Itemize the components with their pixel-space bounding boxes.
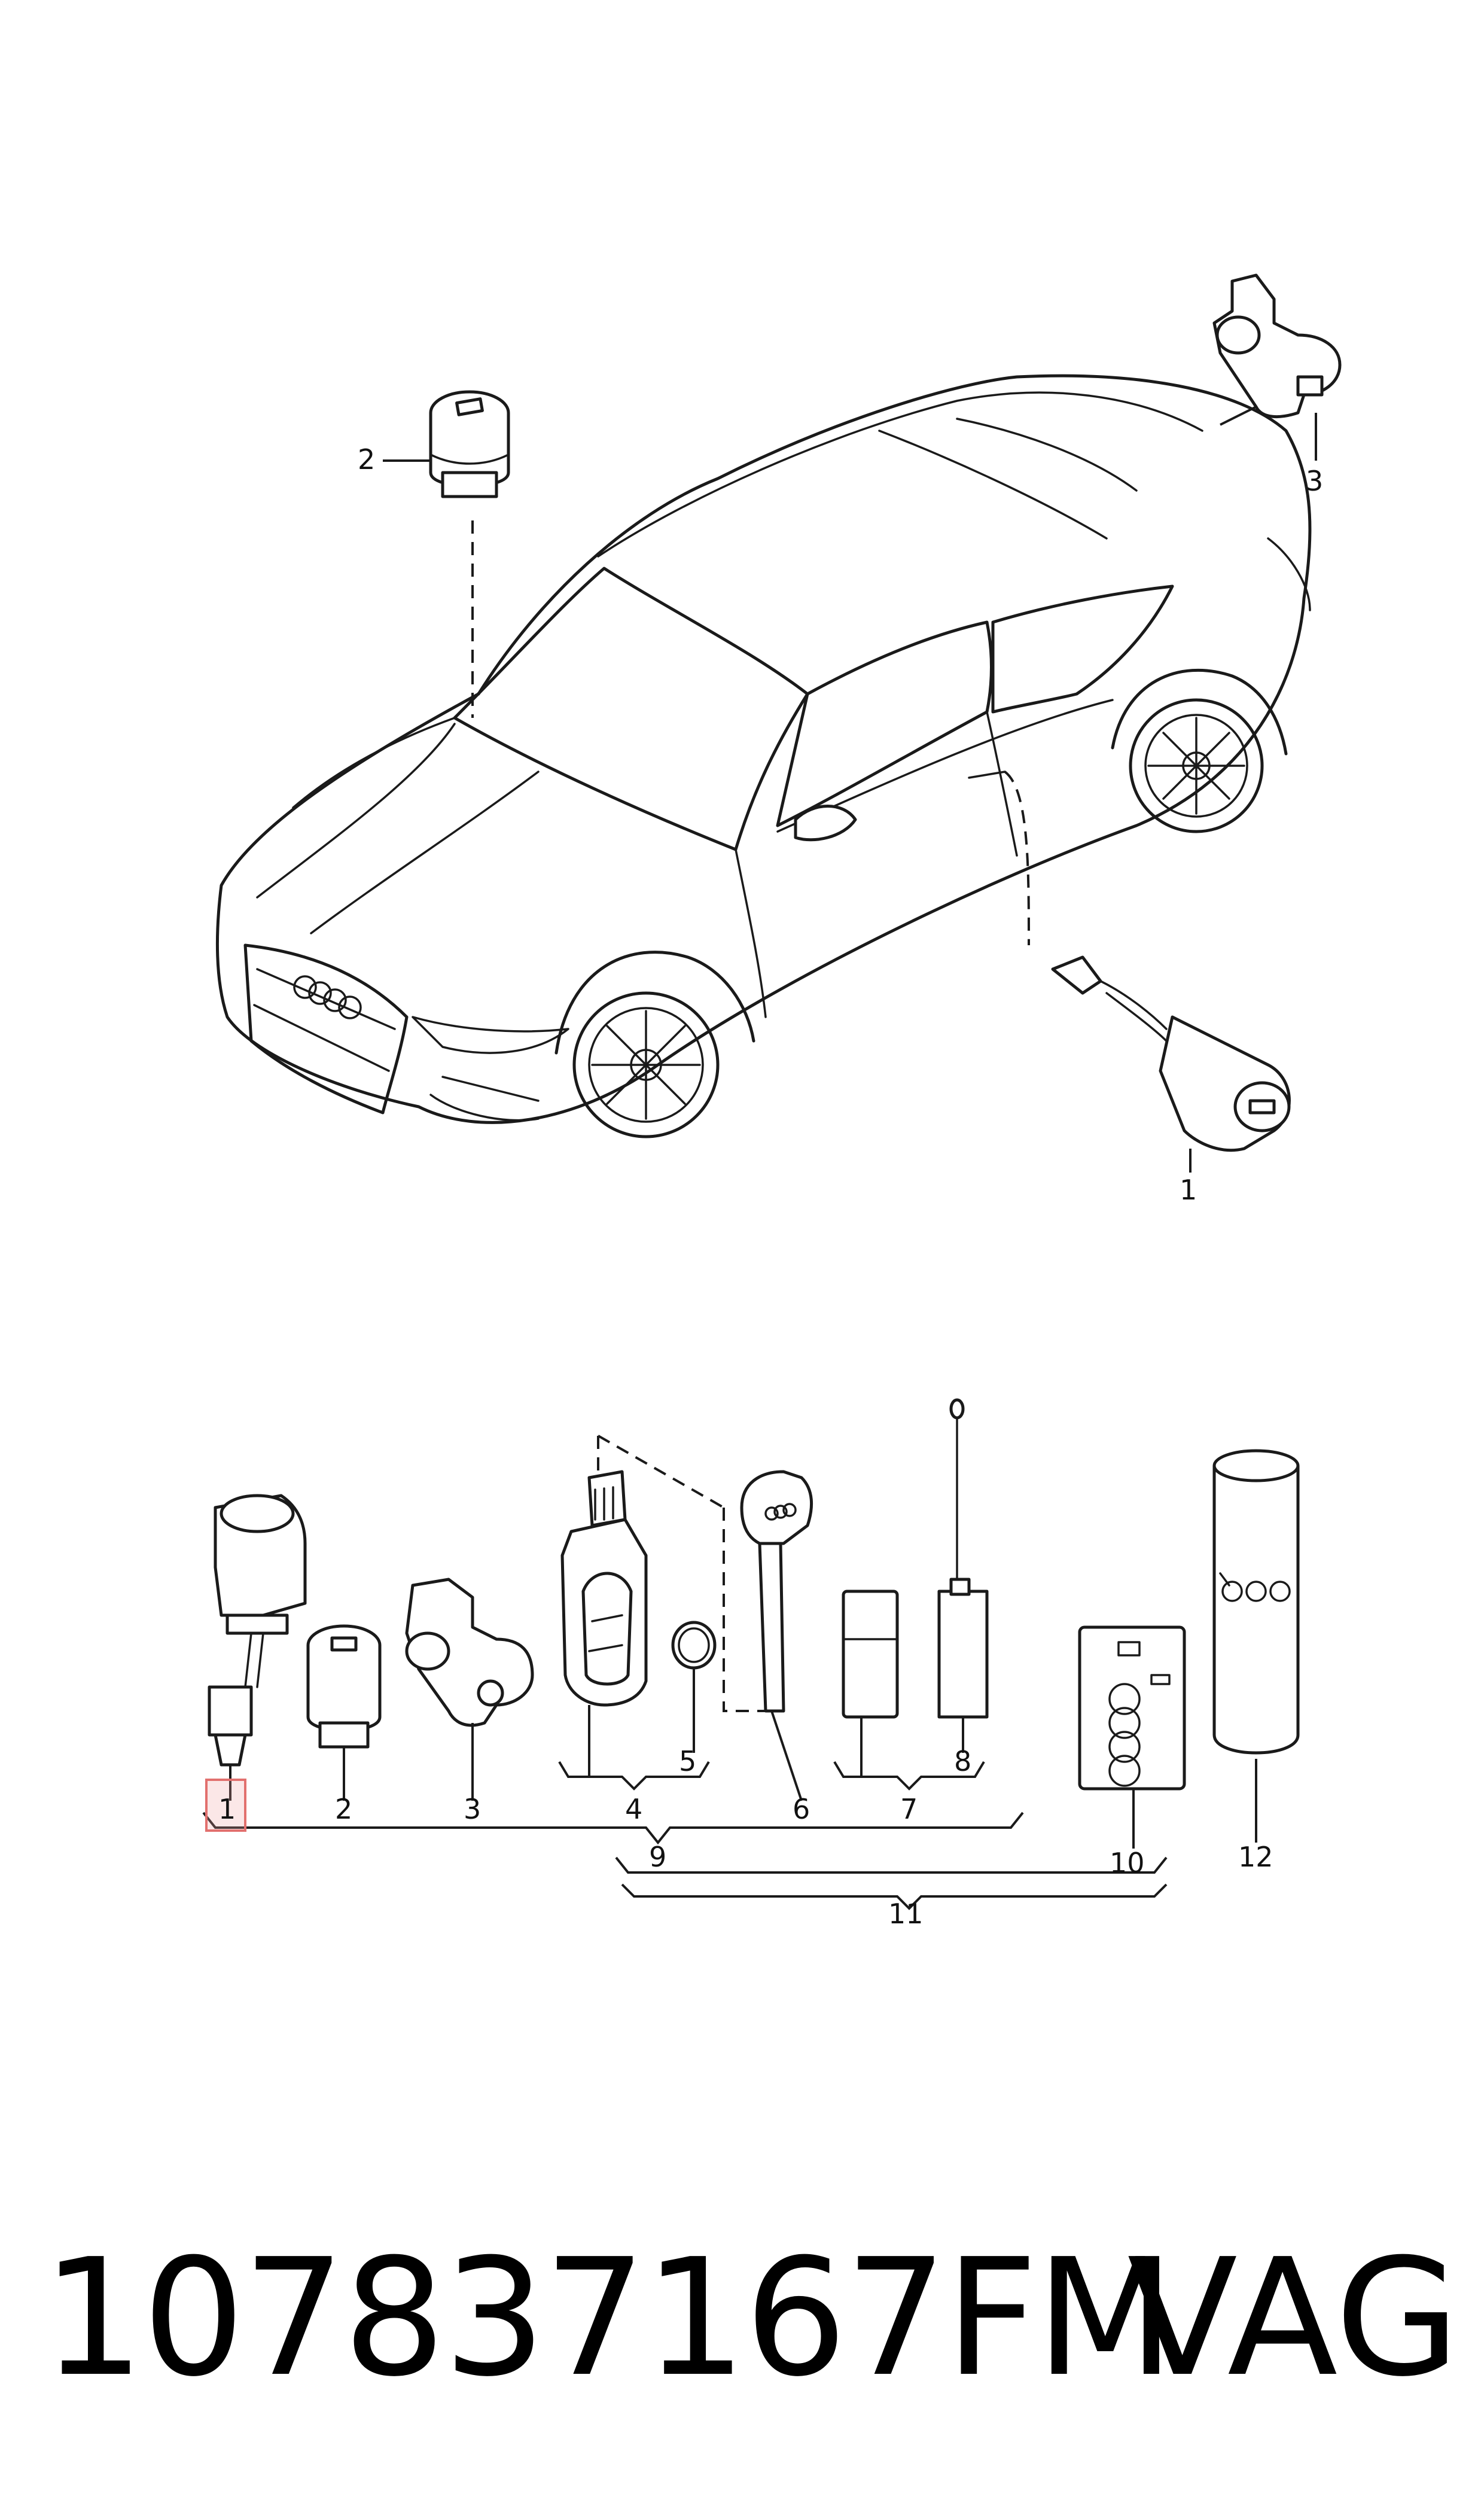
kit-cylinder-part: [306, 1624, 382, 1749]
label-kit-card: 10: [1110, 1847, 1145, 1879]
top-cylinder-part: [429, 390, 510, 498]
kit-antenna-card-part: [937, 1398, 989, 1719]
label-kit-rear-lock: 3: [464, 1793, 481, 1825]
label-kit-remote-key: 4: [625, 1793, 642, 1825]
kit-battery-part: [671, 1621, 717, 1670]
highlight-box: [205, 1779, 246, 1832]
label-kit-lock: 1: [218, 1793, 236, 1825]
label-kit-battery: 5: [679, 1745, 696, 1777]
label-top-rear-lock: 3: [1306, 465, 1323, 497]
top-lock-part: [1051, 955, 1291, 1152]
label-kit-transponder: 7: [900, 1793, 918, 1825]
kit-tube-part: [1212, 1449, 1300, 1755]
kit-transponder-part: [842, 1590, 899, 1719]
kit-card-part: [1078, 1625, 1186, 1791]
label-kit-group-11: 11: [888, 1898, 924, 1930]
top-rear-lock-part: [1212, 273, 1342, 419]
brand-name: VAG: [1127, 2224, 1460, 2412]
kit-lock-part: [208, 1494, 307, 1767]
part-number: 107837167FM: [42, 2224, 1175, 2412]
label-kit-blade-key: 6: [793, 1793, 810, 1825]
label-top-cylinder: 2: [358, 443, 375, 476]
kit-remote-key-part: [560, 1470, 648, 1707]
kit-rear-lock-part: [405, 1578, 534, 1727]
label-top-lock: 1: [1180, 1174, 1197, 1206]
label-kit-antenna-card: 8: [954, 1745, 971, 1777]
label-kit-cylinder: 2: [335, 1793, 352, 1825]
label-kit-tube: 12: [1238, 1841, 1273, 1873]
car-illustration: [215, 374, 1312, 1138]
label-kit-group-9: 9: [649, 1841, 666, 1873]
kit-blade-key-part: [740, 1470, 813, 1713]
